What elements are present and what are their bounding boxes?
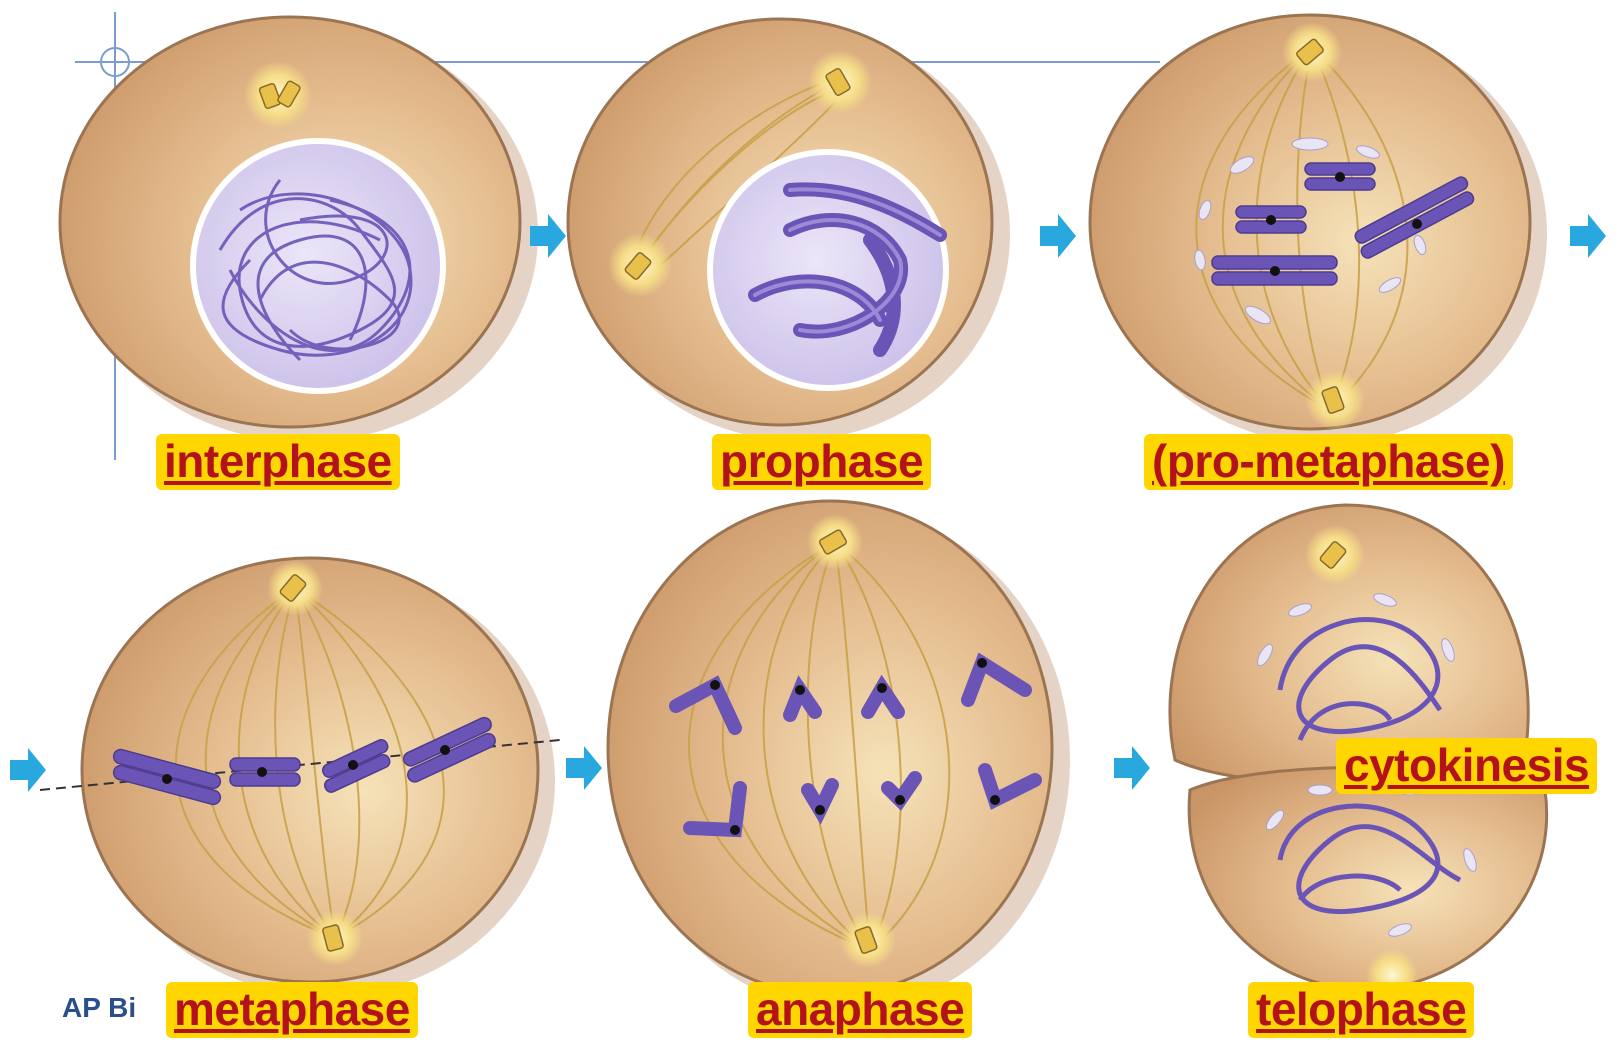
centrosome bbox=[840, 912, 896, 968]
centrosome bbox=[244, 61, 312, 129]
stage-label-prometaphase: (pro-metaphase) bbox=[1144, 434, 1513, 490]
arrow-right-icon bbox=[1570, 214, 1606, 258]
centrosome bbox=[1305, 525, 1365, 585]
arrow-right-icon bbox=[566, 746, 602, 790]
stage-label-telophase: telophase bbox=[1248, 982, 1474, 1038]
centrosome bbox=[1282, 22, 1342, 82]
nucleus bbox=[193, 141, 443, 391]
arrow-right-icon bbox=[1040, 214, 1076, 258]
stage-label-interphase: interphase bbox=[156, 434, 400, 490]
centrosome bbox=[808, 50, 872, 114]
prophase-cell bbox=[568, 19, 1010, 440]
centrosome bbox=[608, 233, 672, 297]
centrosome bbox=[307, 910, 363, 966]
interphase-cell bbox=[60, 17, 538, 442]
centrosome bbox=[267, 560, 323, 616]
prometaphase-cell bbox=[1090, 15, 1547, 444]
arrow-right-icon bbox=[10, 748, 46, 792]
centrosome bbox=[807, 514, 863, 570]
stage-label-metaphase: metaphase bbox=[166, 982, 418, 1038]
anaphase-cell bbox=[608, 501, 1070, 1010]
stage-label-anaphase: anaphase bbox=[748, 982, 972, 1038]
nucleus bbox=[710, 152, 946, 388]
stage-label-prophase: prophase bbox=[712, 434, 931, 490]
centrosome bbox=[1305, 370, 1365, 430]
arrow-right-icon bbox=[1114, 746, 1150, 790]
metaphase-cell bbox=[40, 558, 560, 996]
stage-label-cytokinesis: cytokinesis bbox=[1336, 738, 1597, 794]
footer-text: AP Bi bbox=[62, 992, 136, 1024]
